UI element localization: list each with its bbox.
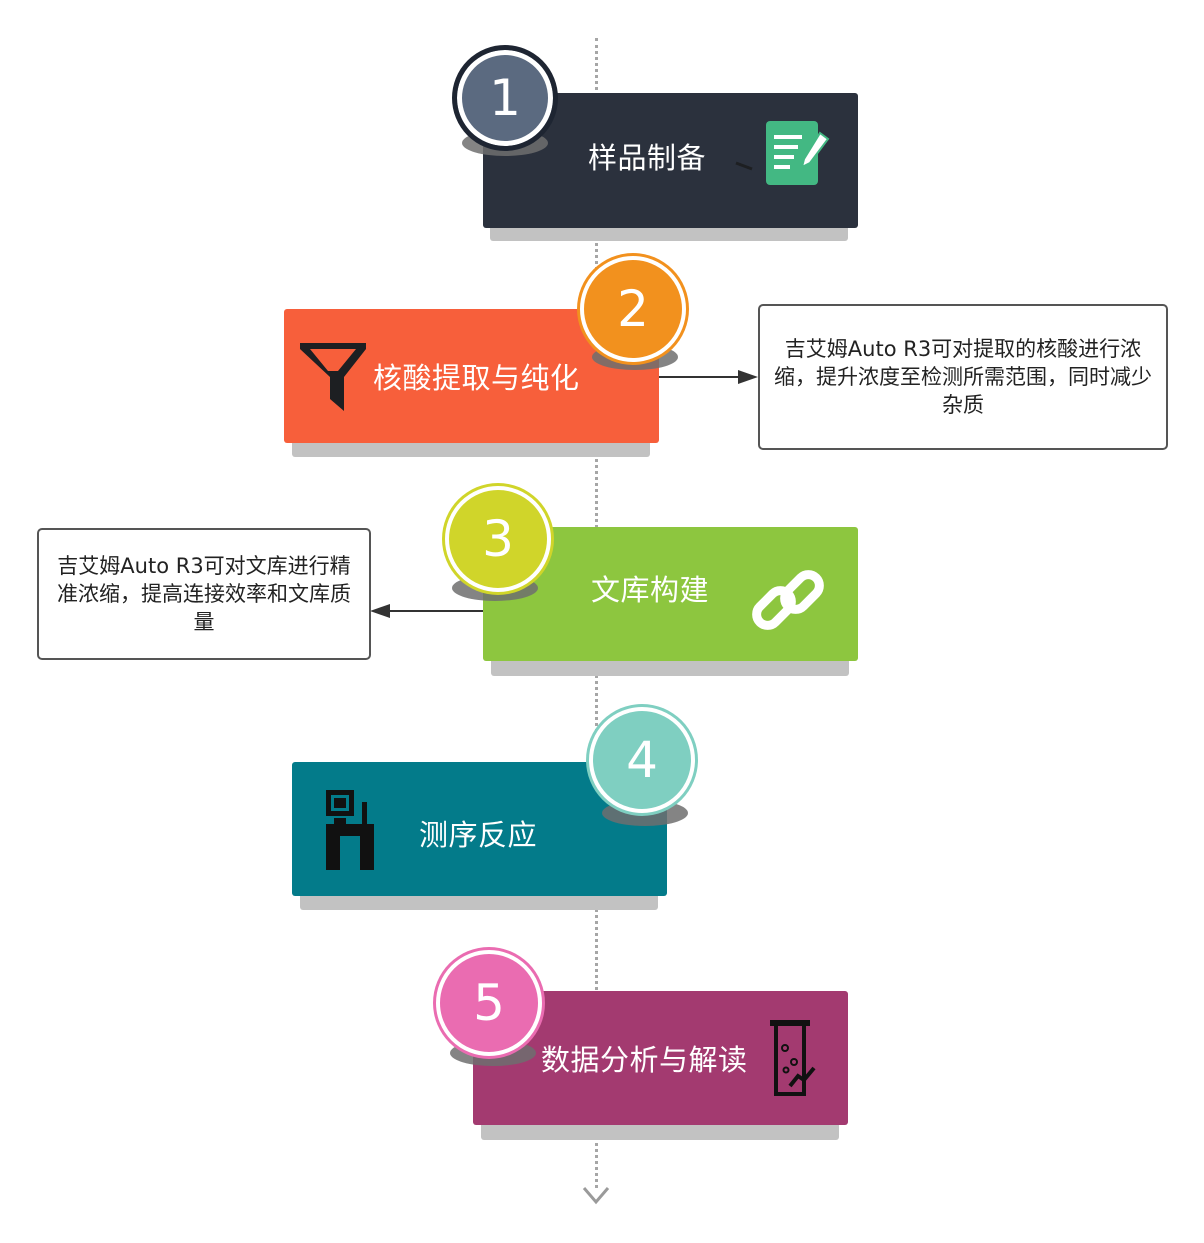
filter-icon [300, 343, 366, 411]
library-note: 吉艾姆Auto R3可对文库进行精准浓缩，提高连接效率和文库质量 [37, 528, 371, 660]
link-icon [752, 570, 824, 630]
extraction-note: 吉艾姆Auto R3可对提取的核酸进行浓缩，提升浓度至检测所需范围，同时减少杂质 [758, 304, 1168, 450]
test-tube-icon [770, 1020, 816, 1096]
arrow-down-icon [582, 1187, 610, 1205]
step-2-label: 核酸提取与纯化 [373, 361, 580, 395]
arrow-right-icon [738, 370, 758, 384]
step-1-number-circle: 1 [452, 45, 558, 151]
step-2-number: 2 [617, 280, 649, 338]
extraction-note-connector [659, 376, 745, 378]
step-5-label: 数据分析与解读 [541, 1043, 748, 1077]
arrow-left-icon [370, 604, 390, 618]
library-note-connector [388, 610, 483, 612]
extraction-note-text: 吉艾姆Auto R3可对提取的核酸进行浓缩，提升浓度至检测所需范围，同时减少杂质 [774, 337, 1152, 417]
step-5-number-circle: 5 [436, 950, 542, 1056]
step-3-number-circle: 3 [445, 486, 551, 592]
step-1-number: 1 [489, 69, 521, 127]
step-2-number-circle: 2 [580, 256, 686, 362]
step-1-label: 样品制备 [588, 141, 707, 175]
step-3-label: 文库构建 [591, 573, 710, 607]
step-5-number: 5 [473, 974, 505, 1032]
step-3-number: 3 [482, 510, 514, 568]
document-edit-icon [735, 121, 830, 185]
step-4-number: 4 [626, 731, 658, 789]
step-4-label: 测序反应 [419, 818, 538, 852]
step-4-number-circle: 4 [589, 707, 695, 813]
sequencer-icon [326, 790, 374, 870]
library-note-text: 吉艾姆Auto R3可对文库进行精准浓缩，提高连接效率和文库质量 [57, 554, 351, 634]
